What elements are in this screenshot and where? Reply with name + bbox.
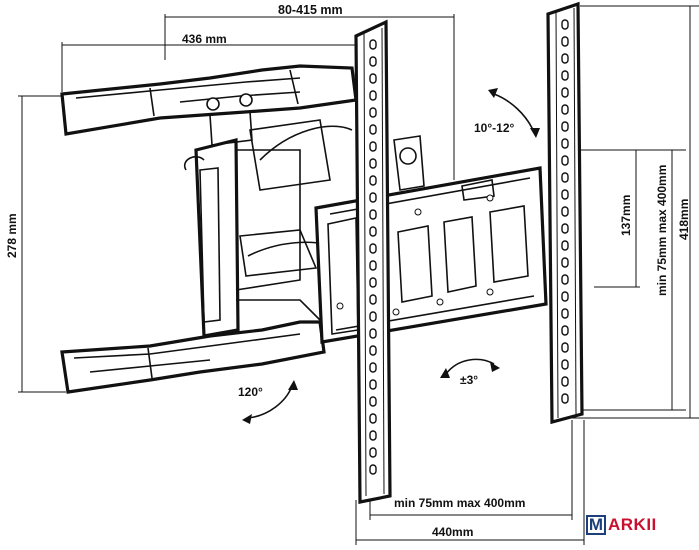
strip-slot <box>561 19 569 30</box>
strip-slot <box>369 243 377 254</box>
swivel-label: 120° <box>238 385 263 399</box>
strip-slot <box>369 260 377 271</box>
strip-slot <box>369 226 377 237</box>
logo-box-letter: M <box>588 515 604 534</box>
logo-box: M <box>586 515 606 535</box>
lower-arm <box>60 320 326 394</box>
strip-slot <box>561 104 569 115</box>
strip-slot <box>369 413 377 424</box>
arm-joint <box>183 93 425 338</box>
swivel-arrow <box>242 380 298 424</box>
strip-slot <box>561 189 569 200</box>
vesa-vertical-range-label: min 75mm max 400mm <box>655 165 669 296</box>
strip-slot <box>369 311 377 322</box>
strip-slot <box>561 172 569 183</box>
strip-slot <box>561 121 569 132</box>
strip-slot <box>369 56 377 67</box>
strip-slot <box>561 87 569 98</box>
strip-slot <box>561 359 569 370</box>
strip-slot <box>369 396 377 407</box>
arm-depth-label: 436 mm <box>182 32 227 46</box>
strip-slot <box>369 277 377 288</box>
strip-slot <box>369 141 377 152</box>
strip-slot <box>369 362 377 373</box>
tilt-arrow <box>488 88 540 138</box>
strip-slot <box>561 240 569 251</box>
strip-slot <box>369 379 377 390</box>
strip-slot <box>561 206 569 217</box>
plate-height-label: 418mm <box>677 199 691 240</box>
strip-slot <box>369 209 377 220</box>
strip-slot <box>561 308 569 319</box>
strip-slot <box>561 274 569 285</box>
arm-extension-label: 80-415 mm <box>278 3 343 17</box>
strip-slot <box>369 73 377 84</box>
tilt-label: 10°-12° <box>474 121 514 135</box>
strip-slot <box>369 107 377 118</box>
rotation-arrow <box>440 358 500 378</box>
strip-slot <box>369 158 377 169</box>
strip-slot <box>369 192 377 203</box>
vesa-horizontal-range-label: min 75mm max 400mm <box>394 496 525 510</box>
strip-slot <box>369 294 377 305</box>
rotation-label: ±3° <box>460 373 478 387</box>
strip-slot <box>369 328 377 339</box>
strip-slot <box>369 345 377 356</box>
strip-slot <box>561 36 569 47</box>
strip-slot <box>561 53 569 64</box>
strip-slot <box>561 155 569 166</box>
strip-slot <box>369 430 377 441</box>
dimension-lines <box>18 5 699 545</box>
strip-slots <box>369 19 569 475</box>
strip-slot <box>561 393 569 404</box>
strip-slot <box>369 464 377 475</box>
strip-slot <box>561 70 569 81</box>
strip-slot <box>369 447 377 458</box>
strip-slot <box>561 376 569 387</box>
height-left-label: 278 mm <box>5 213 19 258</box>
strip-slot <box>561 257 569 268</box>
logo-text: ARKII <box>608 515 657 534</box>
strip-slot <box>561 342 569 353</box>
strip-slot <box>561 325 569 336</box>
strip-slot <box>561 223 569 234</box>
strip-slot <box>561 291 569 302</box>
strip-slot <box>369 124 377 135</box>
plate-width-label: 440mm <box>432 525 473 539</box>
horizontal-bracket <box>314 166 548 344</box>
vesa-vertical-spacing-label: 137mm <box>619 195 633 236</box>
brand-logo: M ARKII <box>586 515 657 535</box>
strip-slot <box>369 175 377 186</box>
strip-slot <box>369 90 377 101</box>
strip-slot <box>369 39 377 50</box>
strip-slot <box>561 138 569 149</box>
